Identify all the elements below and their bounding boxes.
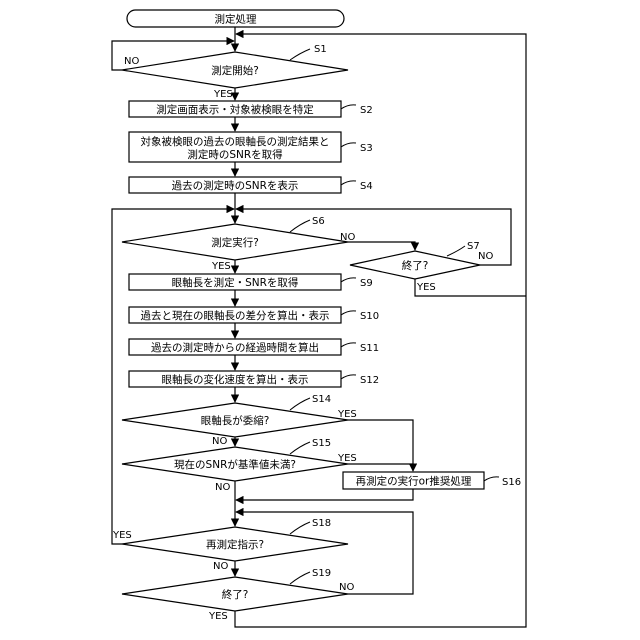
- step-s10: S10: [360, 311, 379, 322]
- leader-s12: [341, 375, 356, 379]
- start-label: 測定処理: [215, 13, 257, 26]
- leader-s14: [290, 398, 310, 410]
- process-s9: 眼軸長を測定・SNRを取得: [129, 274, 341, 290]
- arrow-s16-merge: [236, 489, 413, 500]
- step-s15: S15: [312, 438, 331, 449]
- label-s15-no: NO: [215, 482, 230, 493]
- start-terminal: 測定処理: [127, 10, 344, 27]
- leader-s18: [290, 522, 310, 534]
- leader-s15: [290, 442, 310, 454]
- decision-s18: 再測定指示?: [122, 527, 348, 561]
- process-s3-line2: 測定時のSNRを取得: [187, 148, 282, 161]
- step-s12: S12: [360, 375, 379, 386]
- process-s2-text: 測定画面表示・対象被検眼を特定: [156, 103, 314, 116]
- step-s14: S14: [312, 394, 331, 405]
- label-s1-yes: YES: [213, 89, 233, 100]
- leader-s1: [290, 49, 310, 60]
- step-s18: S18: [312, 518, 331, 529]
- leader-s2: [341, 105, 356, 109]
- decision-s7: 終了?: [350, 251, 480, 279]
- label-s15-yes: YES: [337, 453, 357, 464]
- process-s2: 測定画面表示・対象被検眼を特定: [129, 101, 341, 117]
- step-s9: S9: [360, 278, 373, 289]
- decision-s15-text: 現在のSNRが基準値未満?: [174, 458, 296, 471]
- step-s1: S1: [314, 44, 327, 55]
- label-s6-yes: YES: [211, 261, 231, 272]
- step-s11: S11: [360, 343, 379, 354]
- label-s1-no: NO: [124, 56, 139, 67]
- label-s7-yes: YES: [416, 282, 436, 293]
- label-s14-no: NO: [212, 436, 227, 447]
- process-s10: 過去と現在の眼軸長の差分を算出・表示: [129, 307, 341, 323]
- decision-s14-text: 眼軸長が委縮?: [201, 414, 270, 427]
- arrow-s14-yes: [348, 420, 413, 471]
- decision-s19-text: 終了?: [222, 588, 249, 601]
- process-s9-text: 眼軸長を測定・SNRを取得: [172, 276, 299, 289]
- arrow-s6-s7: [348, 242, 415, 250]
- process-s11-text: 過去の測定時からの経過時間を算出: [151, 341, 319, 354]
- step-s4: S4: [360, 181, 373, 192]
- step-s19: S19: [312, 568, 331, 579]
- leader-s4: [341, 181, 356, 185]
- label-s19-yes: YES: [208, 611, 228, 622]
- process-s12-text: 眼軸長の変化速度を算出・表示: [162, 373, 309, 386]
- step-s16: S16: [502, 477, 521, 488]
- leader-s6: [290, 220, 310, 232]
- step-s3: S3: [360, 143, 373, 154]
- decision-s1: 測定開始?: [122, 52, 348, 88]
- label-s6-no: NO: [340, 232, 355, 243]
- process-s11: 過去の測定時からの経過時間を算出: [129, 339, 341, 355]
- process-s12: 眼軸長の変化速度を算出・表示: [129, 371, 341, 387]
- process-s3-line1: 対象被検眼の過去の眼軸長の測定結果と: [141, 135, 330, 148]
- label-s7-no: NO: [478, 251, 493, 262]
- process-s4-text: 過去の測定時のSNRを表示: [172, 179, 299, 192]
- process-s16-text: 再測定の実行or推奨処理: [356, 475, 472, 488]
- label-s18-yes: YES: [112, 530, 132, 541]
- process-s10-text: 過去と現在の眼軸長の差分を算出・表示: [141, 309, 330, 322]
- leader-s10: [341, 311, 356, 315]
- decision-s1-text: 測定開始?: [211, 64, 259, 77]
- leader-s19: [290, 572, 310, 584]
- decision-s6: 測定実行?: [122, 224, 348, 260]
- decision-s18-text: 再測定指示?: [206, 538, 264, 551]
- process-s4: 過去の測定時のSNRを表示: [129, 177, 341, 193]
- leader-s7: [447, 246, 465, 256]
- label-s19-no: NO: [339, 582, 354, 593]
- decision-s15: 現在のSNRが基準値未満?: [122, 447, 348, 481]
- decision-s14: 眼軸長が委縮?: [122, 403, 348, 437]
- decision-s19: 終了?: [122, 577, 348, 611]
- decision-s6-text: 測定実行?: [211, 236, 259, 249]
- leader-s9: [341, 278, 356, 282]
- process-s3: 対象被検眼の過去の眼軸長の測定結果と 測定時のSNRを取得: [129, 132, 341, 162]
- decision-s7-text: 終了?: [402, 259, 429, 272]
- step-s2: S2: [360, 105, 373, 116]
- label-s18-no: NO: [213, 561, 228, 572]
- leader-s11: [341, 343, 356, 347]
- label-s14-yes: YES: [337, 409, 357, 420]
- leader-s16: [484, 477, 499, 481]
- step-s6: S6: [312, 216, 325, 227]
- leader-s3: [341, 143, 356, 147]
- process-s16: 再測定の実行or推奨処理: [343, 472, 484, 489]
